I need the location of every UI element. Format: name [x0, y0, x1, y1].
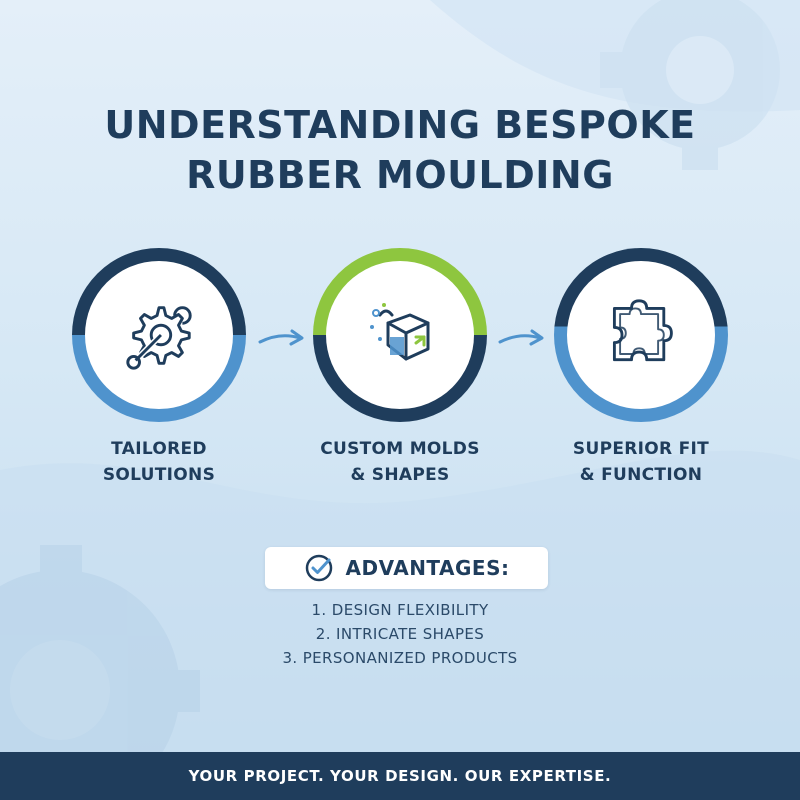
advantages-list: 1. DESIGN FLEXIBILITY 2. INTRICATE SHAPE…: [0, 598, 800, 670]
step-superior-fit: SUPERIOR FIT & FUNCTION: [554, 248, 728, 488]
step-ring: [554, 248, 728, 422]
step-label-line-1: SUPERIOR FIT: [572, 439, 710, 459]
list-item: 2. INTRICATE SHAPES: [315, 625, 485, 643]
gear-wrench-icon: [126, 306, 192, 370]
arrow-right-icon: [258, 329, 304, 346]
footer-banner: YOUR PROJECT. YOUR DESIGN. OUR EXPERTISE…: [0, 752, 800, 800]
title-line-1: UNDERSTANDING BESPOKE: [104, 103, 696, 147]
step-tailored-solutions: TAILORED SOLUTIONS: [72, 248, 246, 488]
arrow-right-icon: [498, 329, 544, 346]
check-circle-icon: [305, 554, 332, 582]
step-label-line-1: TAILORED: [111, 439, 207, 459]
advantages-header: ADVANTAGES:: [265, 547, 548, 589]
step-label-line-2: SOLUTIONS: [102, 465, 216, 485]
footer-text: YOUR PROJECT. YOUR DESIGN. OUR EXPERTISE…: [188, 767, 612, 785]
title-line-2: RUBBER MOULDING: [186, 153, 614, 197]
list-item: 1. DESIGN FLEXIBILITY: [311, 601, 489, 619]
step-label-line-2: & FUNCTION: [579, 465, 703, 485]
step-label: TAILORED SOLUTIONS: [72, 436, 246, 488]
advantages-title: ADVANTAGES:: [345, 556, 510, 580]
list-item: 3. PERSONANIZED PRODUCTS: [282, 649, 518, 667]
page-title: UNDERSTANDING BESPOKE RUBBER MOULDING: [0, 100, 800, 200]
custom-mold-shape-icon: [370, 303, 430, 361]
step-ring: [313, 248, 487, 422]
step-ring: [72, 248, 246, 422]
step-label: CUSTOM MOLDS & SHAPES: [313, 436, 487, 488]
step-label-line-2: & SHAPES: [350, 465, 450, 485]
puzzle-piece-icon: [612, 299, 673, 362]
step-label: SUPERIOR FIT & FUNCTION: [554, 436, 728, 488]
step-label-line-1: CUSTOM MOLDS: [320, 439, 480, 459]
step-custom-molds: CUSTOM MOLDS & SHAPES: [313, 248, 487, 488]
